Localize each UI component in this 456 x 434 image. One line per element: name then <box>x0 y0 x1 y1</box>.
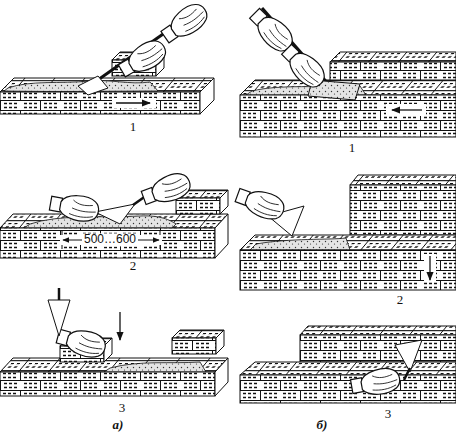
panel-number: 2 <box>128 259 139 273</box>
panel-number: 2 <box>395 293 406 307</box>
panel-letter: б) <box>315 418 330 432</box>
panel-number: 3 <box>117 401 128 415</box>
panel-b3 <box>240 326 456 403</box>
panel-a2 <box>0 170 228 258</box>
dimension-label: 500…600 <box>82 233 138 246</box>
panel-b1 <box>240 5 456 137</box>
panel-letter: а) <box>111 418 126 432</box>
panel-a1 <box>0 0 214 114</box>
panel-a3 <box>0 288 228 396</box>
panel-b2 <box>233 175 456 290</box>
panel-number: 1 <box>347 141 358 155</box>
panel-number: 3 <box>383 407 394 421</box>
panel-number: 1 <box>128 120 139 134</box>
